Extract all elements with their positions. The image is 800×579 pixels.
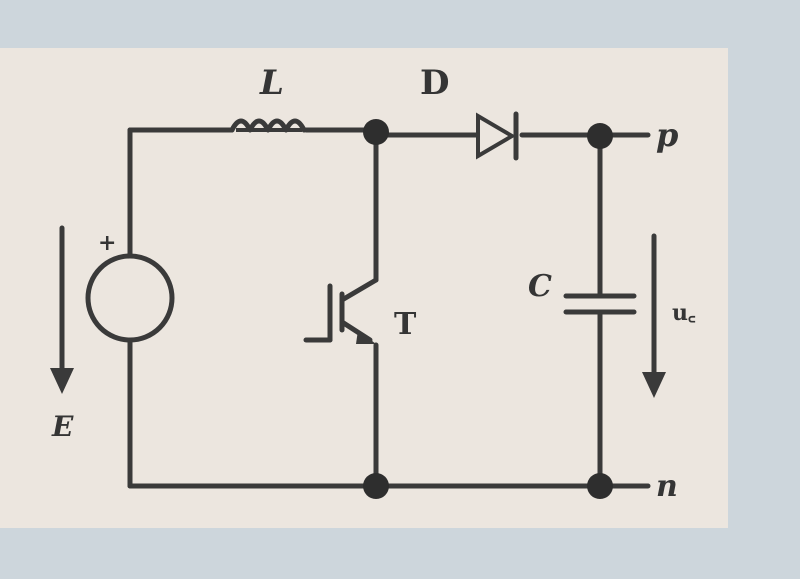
capacitor-symbol [563,293,637,315]
transistor-label: T [394,307,417,342]
output-voltage-label: u꜀ [672,300,696,326]
junction-nodes [363,119,613,499]
source-voltage-arrow [50,225,74,394]
diode-label: D [420,63,449,103]
inductor-symbol [229,118,307,133]
source-polarity-label: + [98,230,116,256]
transistor-symbol [303,277,379,344]
wires [127,127,651,489]
diode-symbol [476,111,519,161]
inductor-label: L [259,63,284,103]
voltage-source [85,253,175,343]
capacitor-label: C [528,269,552,304]
terminal-n-label: n [656,469,678,504]
source-label: E [51,410,74,443]
output-voltage-arrow [642,233,666,398]
terminal-p-label: p [656,116,678,154]
